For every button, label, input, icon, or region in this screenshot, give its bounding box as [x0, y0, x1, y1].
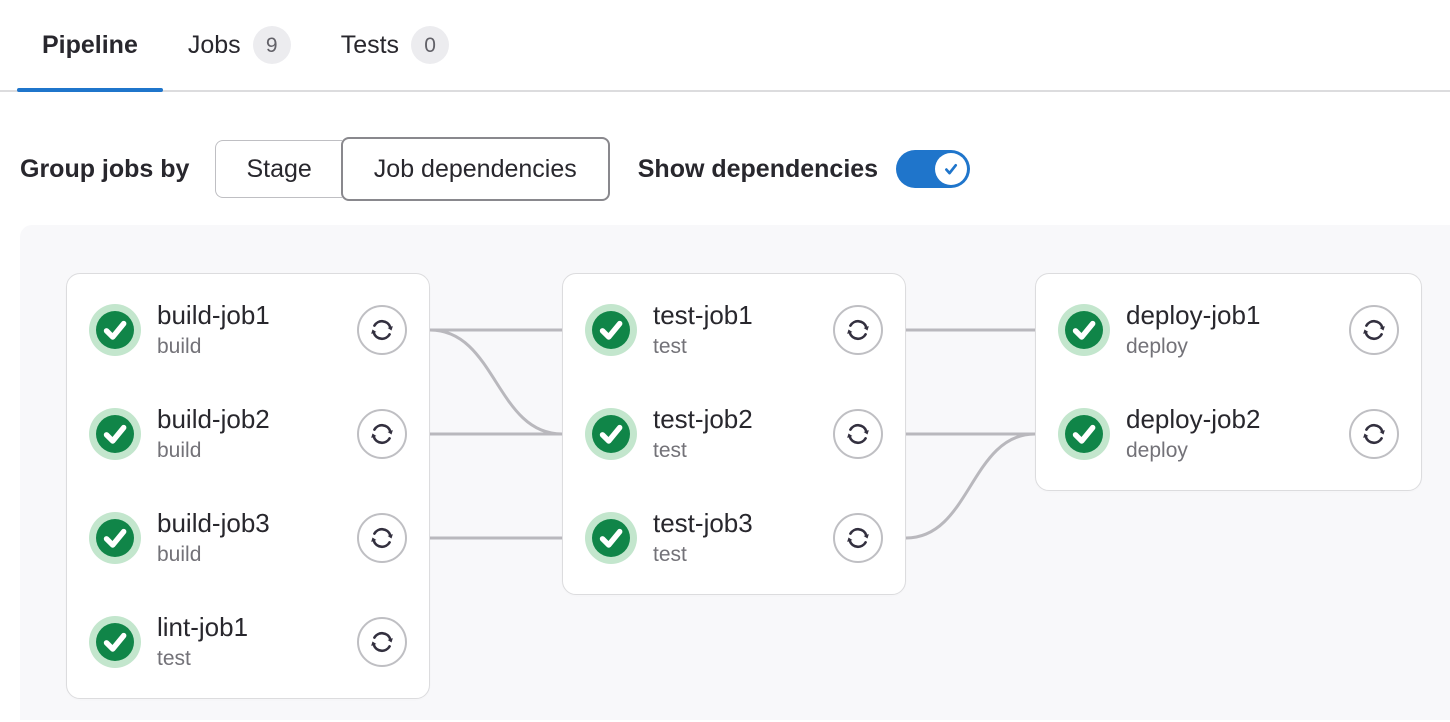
status-success-icon [1058, 304, 1110, 356]
retry-icon [1359, 315, 1389, 345]
tab-pipeline-label: Pipeline [42, 30, 138, 59]
job-meta: test-job1 test [653, 299, 833, 359]
job-meta: deploy-job2 deploy [1126, 403, 1349, 463]
retry-button[interactable] [357, 513, 407, 563]
tab-jobs-label: Jobs [187, 30, 241, 59]
status-success-icon [89, 304, 141, 356]
pipeline-tabs: Pipeline Jobs 9 Tests 0 [0, 0, 1450, 92]
job-group-card: test-job1 test test-job2 test test-job3 test [562, 273, 906, 595]
job-stage: build [157, 334, 202, 358]
tab-jobs[interactable]: Jobs 9 [163, 0, 316, 90]
group-by-job-dependencies-button[interactable]: Job dependencies [340, 137, 610, 201]
dependency-line [429, 328, 563, 436]
job-name: build-job3 [157, 507, 270, 538]
job-group-card: deploy-job1 deploy deploy-job2 deploy [1035, 273, 1422, 491]
status-success-icon [585, 304, 637, 356]
status-success-icon [89, 616, 141, 668]
job-meta: test-job3 test [653, 507, 833, 567]
job-item[interactable]: test-job2 test [563, 382, 905, 486]
retry-icon [1359, 419, 1389, 449]
status-success-icon [585, 512, 637, 564]
job-meta: build-job3 build [157, 507, 357, 567]
show-dependencies-label: Show dependencies [637, 154, 879, 183]
tests-count-badge: 0 [411, 26, 450, 64]
dependency-lines [429, 328, 1036, 540]
retry-button[interactable] [357, 409, 407, 459]
job-stage: test [653, 334, 687, 358]
retry-button[interactable] [357, 305, 407, 355]
job-stage: deploy [1126, 334, 1188, 358]
group-by-stage-button[interactable]: Stage [215, 140, 342, 198]
toggle-check-icon [935, 153, 968, 185]
job-item[interactable]: deploy-job1 deploy [1036, 278, 1421, 382]
job-item[interactable]: lint-job1 test [67, 590, 429, 694]
retry-icon [843, 419, 873, 449]
retry-button[interactable] [833, 513, 883, 563]
retry-button[interactable] [833, 409, 883, 459]
job-meta: deploy-job1 deploy [1126, 299, 1349, 359]
group-jobs-by-segmented-control: Stage Job dependencies [215, 137, 610, 201]
status-success-icon [89, 512, 141, 564]
job-item[interactable]: deploy-job2 deploy [1036, 382, 1421, 486]
retry-button[interactable] [833, 305, 883, 355]
job-item[interactable]: test-job1 test [563, 278, 905, 382]
retry-button[interactable] [1349, 305, 1399, 355]
retry-icon [367, 523, 397, 553]
job-meta: test-job2 test [653, 403, 833, 463]
retry-icon [367, 627, 397, 657]
job-name: build-job2 [157, 403, 270, 434]
job-stage: deploy [1126, 438, 1188, 462]
job-name: build-job1 [157, 299, 270, 330]
retry-button[interactable] [1349, 409, 1399, 459]
job-item[interactable]: build-job2 build [67, 382, 429, 486]
job-name: test-job1 [653, 299, 753, 330]
group-jobs-by-label: Group jobs by [20, 154, 190, 183]
job-stage: build [157, 542, 202, 566]
retry-icon [367, 419, 397, 449]
job-meta: build-job1 build [157, 299, 357, 359]
job-stage: test [653, 438, 687, 462]
status-success-icon [1058, 408, 1110, 460]
tab-pipeline[interactable]: Pipeline [17, 0, 163, 92]
job-stage: test [157, 646, 191, 670]
job-item[interactable]: test-job3 test [563, 486, 905, 590]
job-item[interactable]: build-job3 build [67, 486, 429, 590]
status-success-icon [585, 408, 637, 460]
graph-controls: Group jobs by Stage Job dependencies Sho… [20, 136, 1450, 202]
retry-icon [843, 315, 873, 345]
job-meta: build-job2 build [157, 403, 357, 463]
retry-icon [367, 315, 397, 345]
job-stage: test [653, 542, 687, 566]
retry-icon [843, 523, 873, 553]
status-success-icon [89, 408, 141, 460]
tab-tests-label: Tests [340, 30, 400, 59]
job-name: deploy-job2 [1126, 403, 1261, 434]
show-dependencies-toggle[interactable] [896, 150, 971, 188]
job-name: test-job3 [653, 507, 753, 538]
dependency-line [905, 432, 1036, 540]
jobs-count-badge: 9 [252, 26, 291, 64]
job-name: lint-job1 [157, 611, 249, 642]
job-meta: lint-job1 test [157, 611, 357, 671]
job-name: deploy-job1 [1126, 299, 1261, 330]
retry-button[interactable] [357, 617, 407, 667]
job-stage: build [157, 438, 202, 462]
tab-tests[interactable]: Tests 0 [316, 0, 474, 90]
job-name: test-job2 [653, 403, 753, 434]
job-item[interactable]: build-job1 build [67, 278, 429, 382]
